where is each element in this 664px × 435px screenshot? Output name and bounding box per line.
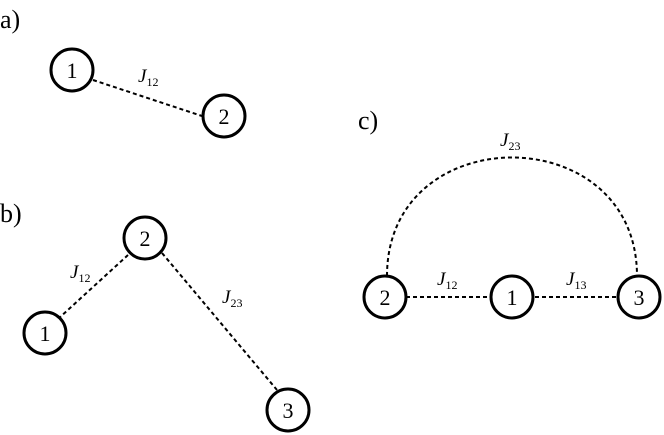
node-c-3: 3: [616, 274, 662, 320]
node-b-2-label: 2: [140, 226, 151, 251]
node-c-1: 1: [489, 274, 535, 320]
edge-j12-b: [57, 254, 129, 320]
edge-j23-b: [161, 252, 278, 391]
node-c-3-label: 3: [634, 285, 645, 310]
node-b-1-label: 1: [40, 321, 51, 346]
panel-c: c) J23 J12 J13 2 1 3: [358, 106, 662, 320]
panel-b: b) J12 J23 1 2 3: [0, 199, 311, 433]
coupling-label-b-j12: J12: [70, 262, 90, 285]
node-c-2-label: 2: [380, 285, 391, 310]
node-b-3-label: 3: [283, 398, 294, 423]
node-a-1-label: 1: [67, 58, 78, 83]
panel-a-label: a): [0, 5, 20, 34]
panel-c-label: c): [358, 106, 378, 135]
node-b-1: 1: [22, 310, 68, 356]
coupling-label-a-j12: J12: [138, 66, 158, 89]
edge-j12-a: [92, 79, 203, 117]
node-a-2-label: 2: [219, 104, 230, 129]
coupling-label-c-j12: J12: [437, 269, 457, 292]
node-b-3: 3: [265, 387, 311, 433]
node-b-2: 2: [122, 215, 168, 261]
node-a-1: 1: [49, 47, 95, 93]
coupling-label-c-j23: J23: [500, 130, 520, 153]
coupling-label-c-j13: J13: [566, 269, 586, 292]
node-c-2: 2: [362, 274, 408, 320]
panel-b-label: b): [0, 199, 22, 228]
node-a-2: 2: [201, 93, 247, 139]
panel-a: a) J12 1 2: [0, 5, 247, 139]
node-c-1-label: 1: [507, 285, 518, 310]
edge-j23-c-arc: [386, 156, 638, 277]
coupling-label-b-j23: J23: [222, 287, 242, 310]
